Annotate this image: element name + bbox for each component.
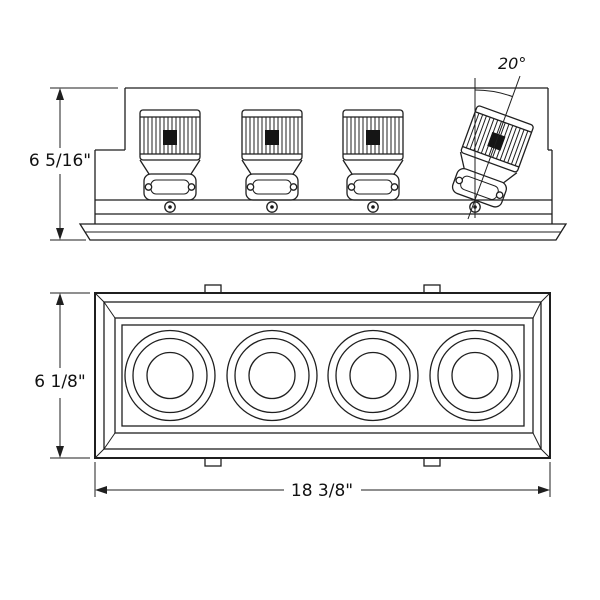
side-height-label: 6 5/16" (29, 151, 91, 171)
trim-outer-frame (94, 292, 551, 459)
side-elevation-view: 20° 6 5/16" (29, 54, 568, 241)
width-label: 18 3/8" (291, 481, 353, 501)
rail-screw-3 (367, 201, 379, 213)
trim-flange-side (78, 223, 568, 241)
aperture-2 (226, 329, 318, 422)
mounting-tab-bottom-left (204, 457, 222, 467)
led-module-3 (342, 109, 404, 201)
led-module-1 (139, 109, 201, 201)
height-dimension-side: 6 5/16" (29, 87, 118, 241)
height-dimension-front: 6 1/8" (34, 292, 90, 459)
tilt-angle-label: 20° (498, 54, 526, 73)
aperture-opening (121, 324, 525, 427)
trim-inner-frame (103, 301, 542, 450)
mounting-tab-bottom-right (423, 457, 441, 467)
corner-miters (94, 292, 551, 459)
bevel-frame (114, 317, 534, 434)
front-face-view: 6 1/8" 18 3/8" (34, 284, 551, 501)
mounting-rail (95, 199, 552, 215)
tilt-angle-annotation: 20° (467, 54, 526, 220)
aperture-1 (124, 329, 216, 422)
aperture-3 (327, 329, 419, 422)
front-height-label: 6 1/8" (34, 372, 85, 392)
width-dimension: 18 3/8" (94, 462, 551, 501)
led-module-2 (241, 109, 303, 201)
mounting-tab-top-right (423, 284, 441, 294)
mounting-tab-top-left (204, 284, 222, 294)
rail-screw-1 (164, 201, 176, 213)
mounting-pan (94, 87, 553, 224)
aperture-4 (429, 329, 521, 422)
rail-screw-2 (266, 201, 278, 213)
